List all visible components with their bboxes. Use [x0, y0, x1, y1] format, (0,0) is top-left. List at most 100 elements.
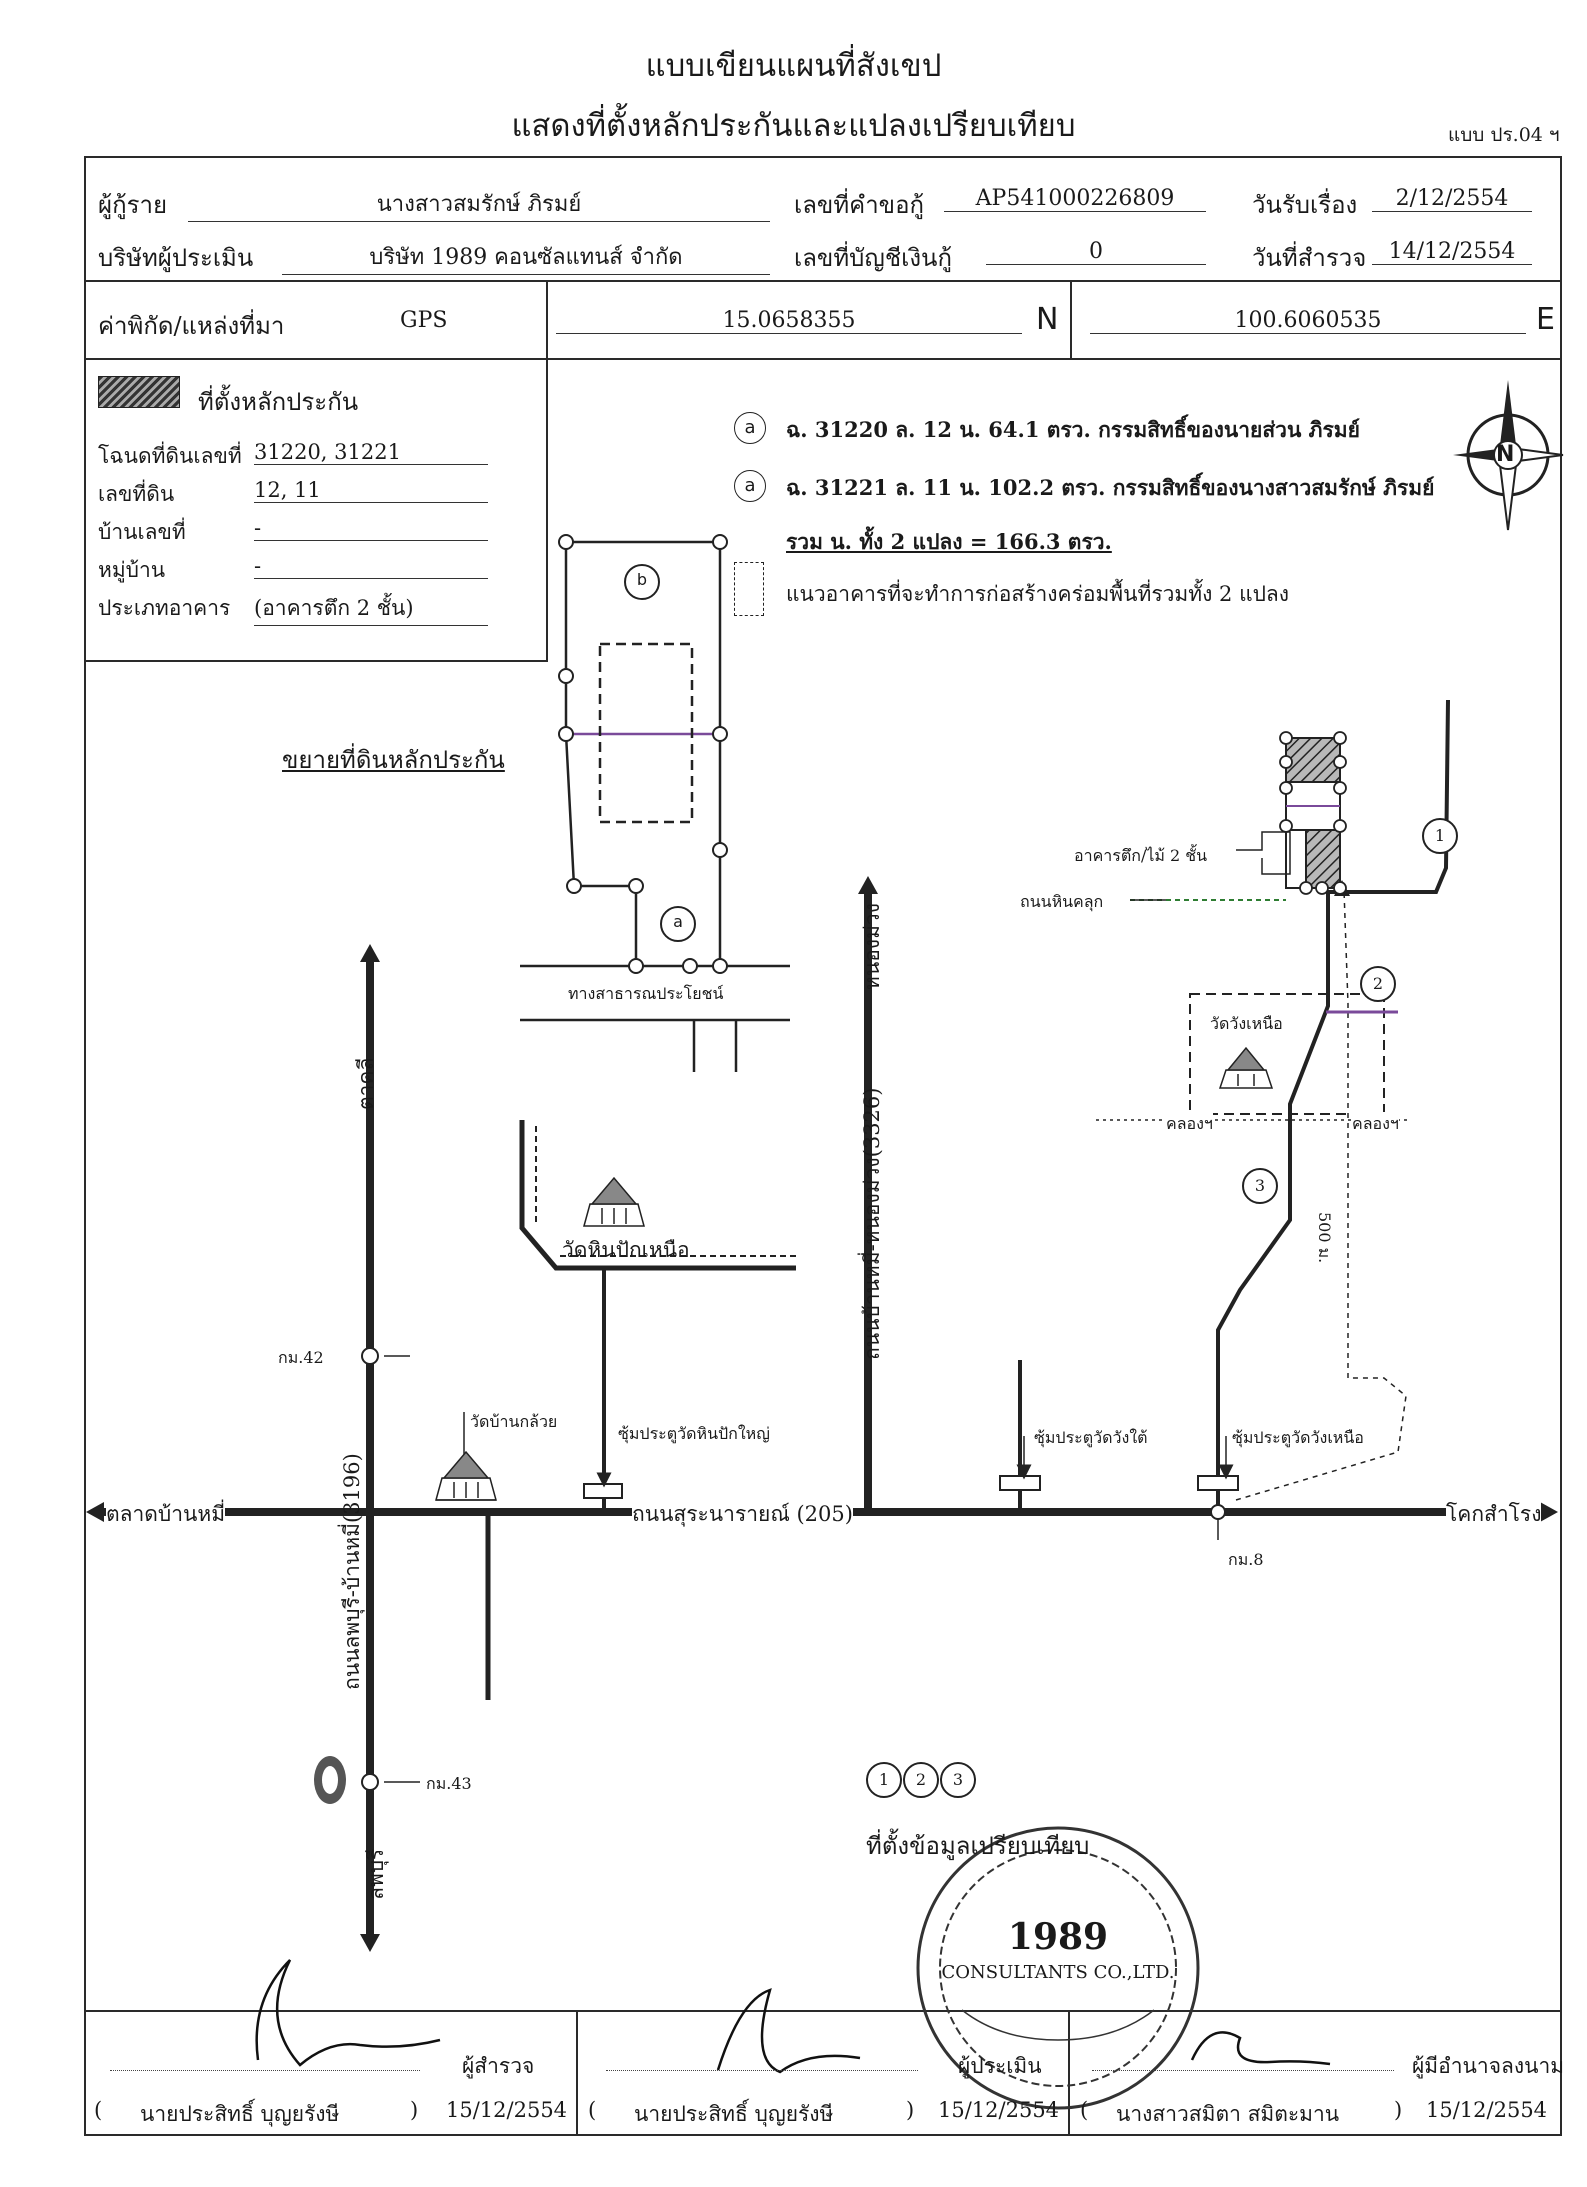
divider — [1070, 280, 1072, 358]
land-no-value: 12, 11 — [254, 478, 488, 503]
coords-lon-suffix: E — [1536, 302, 1555, 337]
road-nongmuang-top-label: หนองม่วง — [860, 903, 884, 990]
divider — [84, 2010, 1562, 2012]
divider — [546, 358, 548, 660]
surveyor-date: 15/12/2554 — [446, 2098, 568, 2122]
km43-label: กม.43 — [426, 1774, 472, 1793]
khok-samrong-label: โคกสำโรง — [1446, 1498, 1542, 1531]
road-lopburi-top-label: ตาคลี — [350, 1058, 383, 1110]
appraiser-date: 15/12/2554 — [938, 2098, 1060, 2122]
form-frame — [84, 156, 1562, 2136]
borrower-value: นางสาวสมรักษ์ ภิรมย์ — [188, 186, 770, 222]
signature — [255, 1959, 1331, 2074]
village-label: หมู่บ้าน — [98, 558, 166, 582]
canal-right-label: คลองฯ — [1352, 1112, 1399, 1137]
page-subtitle: แสดงที่ตั้งหลักประกันและแปลงเปรียบเทียบ — [511, 108, 1076, 144]
wat-ban-kluai-label: วัดบ้านกล้วย — [470, 1412, 558, 1431]
surveyor-close-paren: ) — [410, 2098, 419, 2122]
temple-icon — [583, 1176, 645, 1227]
received-label: วันรับเรื่อง — [1252, 191, 1358, 219]
form-code: แบบ ปร.04 ฯ — [1448, 124, 1560, 146]
collateral-block — [1130, 731, 1347, 901]
coords-label: ค่าพิกัด/แหล่งที่มา — [98, 312, 285, 340]
stamp-name: CONSULTANTS CO.,LTD. — [941, 1962, 1175, 1983]
comparable-marker — [866, 818, 1458, 1798]
signature-line — [1092, 2070, 1394, 2071]
divider — [84, 280, 1562, 282]
km8-label: กม.8 — [1228, 1550, 1264, 1569]
appraiser-name: นายประสิทธิ์ บุญยรังษี — [634, 2102, 834, 2126]
village-value: - — [254, 554, 488, 579]
note-a: ฉ. 31220 ล. 12 น. 64.1 ตรว. กรรมสิทธิ์ขอ… — [786, 417, 1360, 442]
marker-b-circle: a — [734, 470, 766, 502]
divider — [84, 358, 1562, 360]
signature-line — [110, 2070, 420, 2071]
authority-role: ผู้มีอำนาจลงนาม — [1412, 2054, 1565, 2078]
road-nongmuang-label: ถนนบ้านหมี่-หนองม่วง(3326) — [860, 1087, 884, 1360]
compass-letter: N — [1496, 442, 1515, 467]
road-wat-wang-nuea — [1197, 699, 1450, 1540]
appraiser-company-label: บริษัทผู้ประเมิน — [98, 244, 254, 272]
comp3-number: 3 — [1254, 1176, 1266, 1195]
comp1-number: 1 — [1434, 826, 1446, 845]
appraiser-open-paren: ( — [588, 2098, 597, 2122]
survey-date-label: วันที่สำรวจ — [1252, 244, 1367, 272]
road-lopburi-bottom-label: ลพบุรี — [364, 1848, 388, 1900]
enlarge-title: ขยายที่ดินหลักประกัน — [282, 746, 505, 774]
surveyor-name: นายประสิทธิ์ บุญยรังษี — [140, 2102, 340, 2126]
loan-request-label: เลขที่คำขอกู้ — [794, 191, 925, 219]
wat-wang-nuea-boundary — [1189, 993, 1385, 1115]
authority-name: นางสาวสมิตา สมิตะมาน — [1116, 2102, 1340, 2126]
stamp-number: 1989 — [1007, 1916, 1109, 1958]
divider — [1068, 2010, 1070, 2136]
gate-wang-tai-label: ซุ้มประตูวัดวังใต้ — [1034, 1428, 1148, 1447]
building-type-label: ประเภทอาคาร — [98, 596, 231, 620]
coords-source: GPS — [400, 308, 448, 333]
marker-a-circle: a — [734, 412, 766, 444]
appraiser-role: ผู้ประเมิน — [958, 2054, 1042, 2078]
surveyor-open-paren: ( — [94, 2098, 103, 2122]
landmark-icon — [314, 1756, 346, 1804]
coords-lon: 100.6060535 — [1090, 308, 1526, 334]
canal-left-label: คลองฯ — [1166, 1112, 1213, 1137]
account-label: เลขที่บัญชีเงินกู้ — [794, 244, 952, 272]
loan-request-value: AP541000226809 — [944, 186, 1206, 212]
authority-close-paren: ) — [1394, 2098, 1403, 2122]
surveyor-role: ผู้สำรวจ — [462, 2054, 535, 2078]
gate-hin-pak-yai-label: ซุ้มประตูวัดหินปักใหญ่ — [618, 1424, 770, 1443]
received-value: 2/12/2554 — [1372, 186, 1532, 212]
appraiser-company-value: บริษัท 1989 คอนซัลแทนส์ จำกัด — [282, 239, 770, 275]
page-title: แบบเขียนแผนที่สังเขป — [645, 48, 942, 84]
laterite-road-label: ถนนหินคลุก — [1020, 892, 1104, 911]
borrower-label: ผู้กู้ราย — [98, 191, 168, 219]
coords-lat-suffix: N — [1036, 302, 1059, 337]
plot-b-marker: b — [636, 570, 648, 589]
comp-legend-1: 1 — [878, 1770, 890, 1789]
collateral-swatch — [98, 376, 180, 408]
total-area: รวม น. ทั้ง 2 แปลง = 166.3 ตรว. — [786, 529, 1112, 554]
building-type-value: (อาคารตึก 2 ชั้น) — [254, 592, 488, 626]
divider — [84, 660, 548, 662]
road-lopburi-label: ถนนลพบุรี-บ้านหมี่(3196) — [340, 1453, 364, 1690]
house-no-value: - — [254, 516, 488, 541]
coords-lat: 15.0658355 — [556, 308, 1022, 334]
suranarai-label: ถนนสุระนารายณ์ (205) — [632, 1498, 853, 1531]
road-lopburi — [360, 944, 420, 1952]
temple-icon — [435, 1450, 497, 1501]
land-no-label: เลขที่ดิน — [98, 482, 175, 506]
wat-wang-nuea-label: วัดวังเหนือ — [1210, 1014, 1283, 1033]
comp-legend-3: 3 — [952, 1770, 964, 1789]
building-line-swatch — [734, 562, 764, 616]
divider — [576, 2010, 578, 2136]
appraiser-close-paren: ) — [906, 2098, 915, 2122]
km42-label: กม.42 — [278, 1348, 324, 1367]
deed-value: 31220, 31221 — [254, 440, 488, 465]
plot-vertex-marker — [558, 534, 728, 974]
comp2-number: 2 — [1372, 974, 1384, 993]
plot-a-marker: a — [673, 912, 683, 931]
temple-icon — [1218, 1046, 1274, 1089]
market-label: ตลาดบ้านหมี่ — [106, 1498, 226, 1531]
comp-legend-label: ที่ตั้งข้อมูลเปรียบเทียบ — [866, 1832, 1090, 1860]
deed-label: โฉนดที่ดินเลขที่ — [98, 444, 242, 468]
